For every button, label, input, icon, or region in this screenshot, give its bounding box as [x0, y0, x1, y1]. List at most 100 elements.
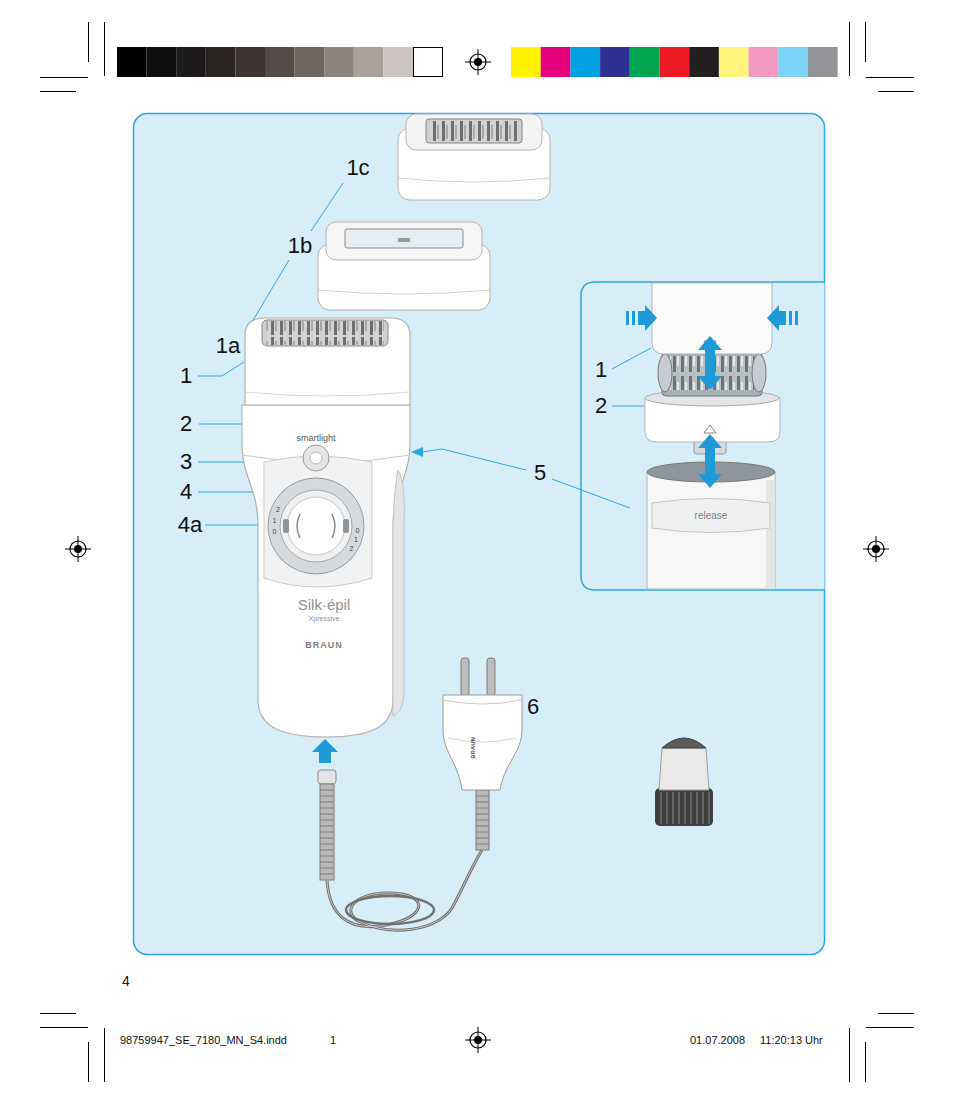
head-release-illustration	[766, 480, 775, 589]
power-cord	[320, 790, 334, 874]
callout-number: 1	[180, 365, 192, 387]
pointer-arrow	[411, 447, 423, 457]
callout-number: 1	[595, 359, 607, 381]
power-cord	[327, 850, 482, 930]
insert-arrow	[312, 739, 338, 763]
power-plug	[443, 658, 522, 790]
direction-arrow	[638, 305, 657, 331]
epilation-cap	[426, 119, 522, 143]
epilation-cap	[398, 178, 550, 182]
process-color-bar	[630, 47, 660, 77]
slug-text: 11:20:13 Uhr	[760, 1035, 823, 1046]
epilator	[310, 452, 322, 464]
slug-text: 98759947_SE_7180_MN_S4.indd	[120, 1035, 287, 1046]
epilator	[343, 519, 349, 533]
callout-number: 2	[595, 395, 607, 417]
power-plug	[448, 738, 517, 742]
shaver-cap	[398, 238, 410, 242]
epilator	[245, 318, 410, 405]
slug-text: 1	[330, 1035, 336, 1046]
registration-mark	[65, 536, 91, 562]
head-release-illustration	[652, 499, 770, 533]
power-plug	[443, 695, 522, 790]
epilator	[287, 497, 345, 555]
leader-line	[198, 362, 244, 376]
crop-mark	[104, 1028, 105, 1082]
process-color-bar	[541, 47, 571, 77]
process-color-bar	[808, 47, 838, 77]
epilation-cap	[430, 121, 518, 141]
gray-color-bar	[117, 47, 147, 77]
epilation-cap	[406, 114, 542, 150]
page-number: 4	[122, 974, 130, 988]
leader-line	[612, 406, 644, 407]
dial-number: 1	[273, 517, 277, 524]
crop-mark	[104, 22, 105, 76]
epilator	[303, 445, 329, 471]
shaver-cap	[345, 229, 463, 248]
crop-mark	[40, 1013, 76, 1014]
inset-panel	[581, 282, 825, 590]
leader-line	[205, 525, 262, 526]
shaver-cap	[326, 222, 482, 260]
crop-mark	[40, 1027, 88, 1028]
process-color-bar	[778, 47, 808, 77]
epilator	[297, 514, 300, 538]
gray-color-bar	[265, 47, 295, 77]
epilator	[268, 478, 364, 574]
button-label: release	[695, 511, 728, 521]
power-plug	[461, 658, 469, 696]
cleaning-brush	[661, 792, 709, 824]
direction-arrow	[626, 305, 798, 488]
brand-logo: BRAUN	[305, 641, 343, 650]
dial-number: 0	[273, 528, 277, 535]
leader-line	[252, 260, 289, 322]
registration-mark	[65, 536, 91, 562]
epilator	[264, 456, 372, 587]
leader-line	[311, 183, 343, 231]
gray-color-bar	[295, 47, 325, 77]
callout-number: 1a	[216, 335, 240, 357]
callout-number: 4a	[178, 514, 202, 536]
callout-number: 5	[534, 462, 546, 484]
product-name: Xpressive	[309, 615, 340, 622]
power-cord	[476, 790, 489, 850]
cleaning-brush	[659, 748, 709, 790]
product-name: Silk·épil	[298, 597, 351, 612]
direction-arrow	[632, 311, 635, 325]
gray-color-bar	[176, 47, 206, 77]
epilator	[280, 490, 352, 562]
process-color-bar	[511, 47, 541, 77]
direction-arrow	[795, 311, 798, 325]
crop-mark	[849, 22, 850, 76]
process-color-bar	[600, 47, 630, 77]
direction-arrow	[767, 305, 786, 331]
epilation-cap	[398, 114, 550, 200]
dial-number: 1	[354, 536, 358, 543]
registration-mark	[465, 1027, 491, 1053]
crop-mark	[865, 1042, 866, 1082]
callout-number: 2	[180, 413, 192, 435]
process-color-bar	[749, 47, 779, 77]
direction-arrow	[698, 434, 722, 488]
power-cord	[318, 770, 489, 930]
cleaning-brush	[655, 788, 713, 826]
gray-color-bar	[235, 47, 265, 77]
power-plug	[487, 658, 495, 696]
epilator	[283, 519, 289, 533]
power-plug	[443, 700, 522, 704]
registration-mark	[863, 536, 889, 562]
epilator	[262, 320, 388, 346]
button-label: smartlight	[296, 434, 335, 443]
cleaning-brush	[662, 738, 706, 748]
cleaning-brush	[655, 738, 713, 826]
registration-mark	[65, 49, 889, 1053]
leader-line	[199, 424, 242, 425]
brand-logo: BRAUN	[470, 737, 476, 759]
epilator	[266, 321, 384, 345]
head-release-illustration	[645, 283, 780, 589]
head-release-illustration	[658, 354, 672, 392]
